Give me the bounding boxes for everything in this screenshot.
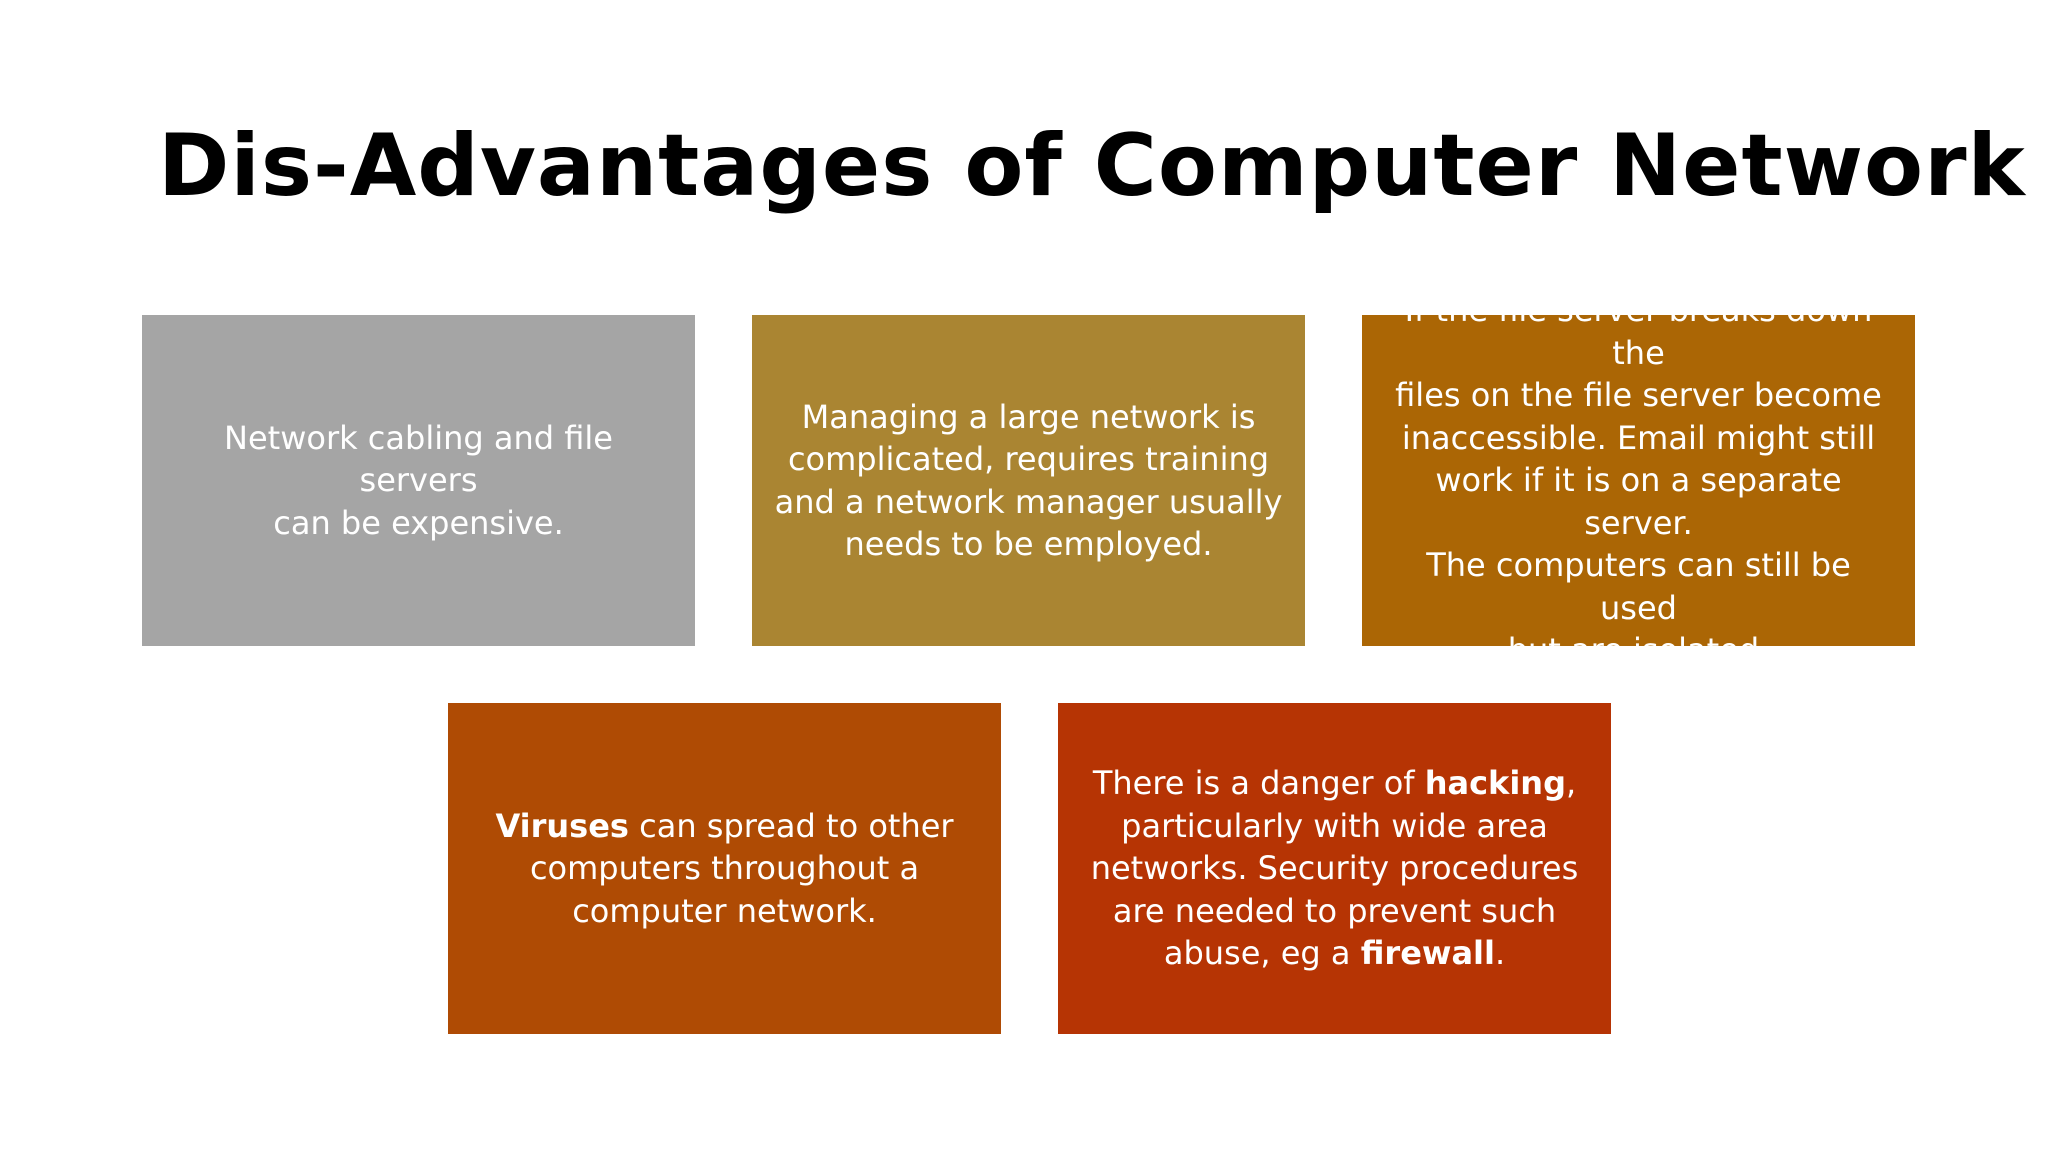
card-text-segment: There is a danger of (1092, 764, 1425, 803)
disadvantage-card-management: Managing a large network is complicated, … (752, 315, 1305, 646)
disadvantage-card-file-server-failure: If the file server breaks down the files … (1362, 291, 1915, 669)
card-text-segment: The computers can still be used (1426, 546, 1851, 627)
card-text-segment: can be expensive. (273, 503, 564, 542)
card-text-segment: computer network. (572, 891, 877, 930)
emphasis-text: hacking (1424, 764, 1566, 803)
card-text-segment: are needed to prevent such (1112, 891, 1557, 930)
card-text-segment: files on the file server become (1395, 376, 1882, 415)
card-text: Managing a large network is complicated, … (775, 396, 1283, 566)
emphasis-text: Viruses (495, 806, 629, 845)
card-text-segment: but are isolated. (1507, 631, 1770, 670)
card-text-segment: work if it is on a separate server. (1435, 461, 1842, 542)
card-text-segment: abuse, eg a (1163, 934, 1361, 973)
card-text-segment: can spread to other (628, 806, 954, 845)
emphasis-text: firewall (1360, 934, 1495, 973)
card-text-segment: Network cabling and file servers (224, 418, 613, 500)
card-text-segment: computers throughout a (529, 849, 920, 888)
card-text: Viruses can spread to other computers thr… (495, 805, 953, 933)
disadvantage-card-hacking: There is a danger of hacking, particularl… (1058, 703, 1611, 1034)
card-text-segment: , (1565, 764, 1577, 803)
card-text-segment: inaccessible. Email might still (1401, 418, 1876, 457)
card-text: If the file server breaks down the files … (1384, 289, 1893, 672)
card-text-segment: If the file server breaks down the (1404, 291, 1873, 372)
disadvantage-card-viruses: Viruses can spread to other computers thr… (448, 703, 1001, 1034)
card-text-segment: Managing a large network is (801, 397, 1256, 436)
card-text-segment: and a network manager usually (774, 482, 1283, 521)
card-text-segment: . (1494, 934, 1506, 973)
card-text-segment: particularly with wide area (1121, 806, 1548, 845)
slide-title: Dis-Advantages of Computer Network (158, 116, 2026, 216)
card-text-segment: needs to be employed. (844, 525, 1213, 563)
card-text: There is a danger of hacking, particularl… (1091, 762, 1579, 975)
card-text-segment: complicated, requires training (787, 440, 1270, 478)
card-text-segment: networks. Security procedures (1090, 849, 1579, 888)
